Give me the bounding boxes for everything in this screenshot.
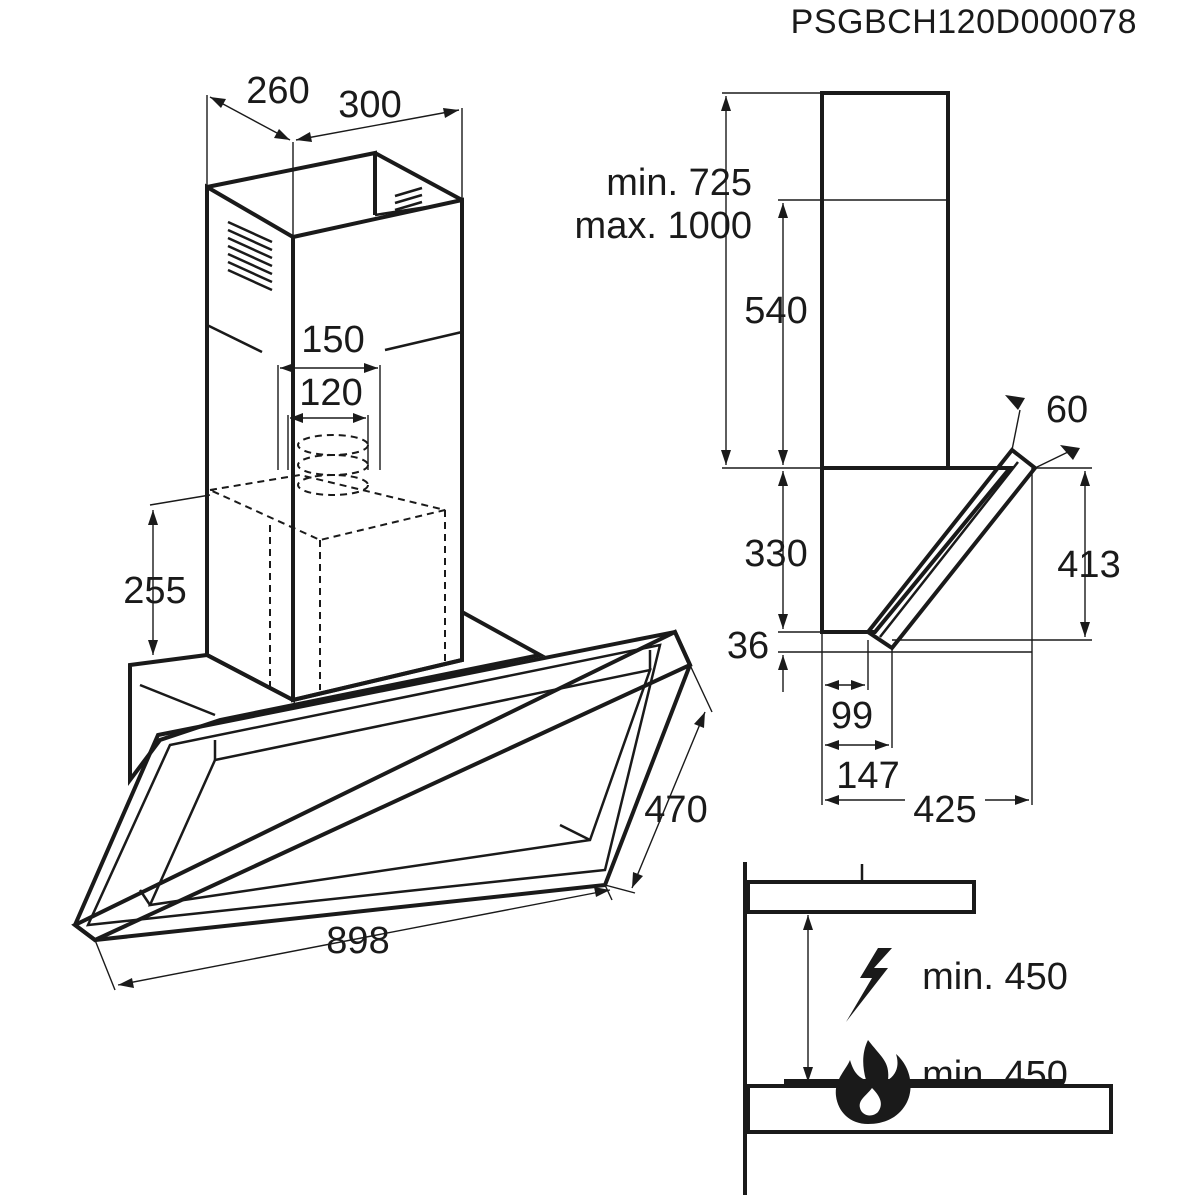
- arrow: [778, 614, 788, 629]
- arrow: [1015, 795, 1029, 805]
- arrow: [296, 132, 312, 142]
- glass-panel-frame: [85, 643, 662, 927]
- dim-line-260: [209, 96, 291, 141]
- arrow: [1060, 445, 1080, 460]
- arrow: [825, 680, 839, 690]
- product-code: PSGBCH120D000078: [791, 3, 1137, 41]
- arrow: [632, 872, 643, 888]
- hood-body-edge-2: [139, 683, 216, 717]
- arrow: [851, 680, 865, 690]
- dim-label-147: 147: [836, 755, 899, 797]
- ext-line: [1011, 409, 1021, 451]
- arrow: [353, 413, 366, 423]
- arrow: [803, 915, 813, 930]
- side-glass-panel: [865, 447, 1038, 651]
- electric-clearance-label: min. 450: [922, 956, 1068, 998]
- arrow: [825, 740, 839, 750]
- panel-corner: [138, 889, 152, 906]
- dim-label-36: 36: [727, 625, 769, 667]
- glass-panel-inner: [147, 668, 652, 907]
- clearance-view: min. 450 min. 450: [743, 862, 1113, 1195]
- clearance-hood: [746, 880, 976, 914]
- dim-label-330: 330: [744, 533, 807, 575]
- arrow: [118, 978, 134, 988]
- arrow: [148, 510, 158, 525]
- dim-label-540: 540: [744, 290, 807, 332]
- flame-icon: [835, 1040, 911, 1124]
- dim-label-max1000: max. 1000: [575, 205, 752, 247]
- arrow: [694, 712, 705, 728]
- dim-line-300: [295, 109, 460, 141]
- arrow: [280, 363, 294, 373]
- arrow: [778, 450, 788, 465]
- dim-label-470: 470: [644, 789, 707, 831]
- lightning-icon: [846, 948, 892, 1022]
- dim-line-470: [631, 711, 706, 889]
- ext-line: [604, 884, 636, 894]
- dim-label-60: 60: [1046, 389, 1088, 431]
- label-bg: [905, 785, 985, 825]
- side-glass-inner: [879, 461, 1019, 638]
- hood-body: [128, 608, 546, 786]
- arrow: [443, 108, 459, 118]
- ext-line: [149, 494, 211, 506]
- chimney-back-edge-2: [374, 151, 463, 202]
- dim-label-min725: min. 725: [606, 162, 752, 204]
- arrow: [721, 450, 731, 465]
- vent-slots-left: [227, 220, 273, 292]
- vent-slots-right: [394, 186, 423, 212]
- cooktop-surface: [784, 1079, 1064, 1087]
- chimney-right-panel: [291, 197, 464, 703]
- dim-label-425: 425: [913, 789, 976, 831]
- arrow: [594, 887, 610, 897]
- ext-line: [604, 884, 613, 901]
- arrow: [1005, 395, 1025, 410]
- arrow: [1080, 622, 1090, 637]
- arrow: [778, 203, 788, 218]
- dim-label-150: 150: [301, 319, 364, 361]
- dim-label-255: 255: [123, 570, 186, 612]
- arrow: [803, 1067, 813, 1082]
- side-chimney: [820, 91, 950, 470]
- chimney-split-left: [206, 323, 263, 354]
- side-body: [820, 466, 1015, 634]
- dim-label-120: 120: [299, 372, 362, 414]
- gas-clearance-label: min. 450: [922, 1054, 1068, 1096]
- glass-panel-front: [71, 629, 693, 943]
- arrow: [778, 471, 788, 486]
- arrow: [274, 129, 290, 140]
- hidden-motor-outline: [206, 434, 446, 690]
- arrow: [148, 640, 158, 655]
- arrow: [1080, 471, 1090, 486]
- arrow: [210, 97, 226, 108]
- dim-label-413: 413: [1057, 544, 1120, 586]
- dim-line-898: [117, 889, 611, 986]
- arrow: [721, 96, 731, 111]
- arrow: [778, 655, 788, 670]
- front-view: 260 300 150 120 255: [71, 70, 713, 991]
- arrow: [875, 740, 889, 750]
- chimney-inner-rim: [374, 203, 441, 217]
- dim-label-898: 898: [326, 920, 389, 962]
- chimney-back-edge: [206, 150, 377, 215]
- arrow: [825, 795, 839, 805]
- arrow: [364, 363, 378, 373]
- arrow: [290, 413, 303, 423]
- flame-inner: [859, 1088, 881, 1116]
- dim-label-99: 99: [831, 695, 873, 737]
- ext-line: [94, 939, 116, 991]
- chimney-split-right: [384, 330, 463, 352]
- glass-panel: [72, 629, 693, 943]
- dim-label-260: 260: [246, 70, 309, 112]
- dim-label-300: 300: [338, 84, 401, 126]
- panel-corner: [559, 823, 591, 842]
- ext-line: [689, 664, 713, 713]
- ext-line: [1034, 451, 1069, 469]
- side-view: min. 725 max. 1000 540 330 36 60 413: [575, 91, 1121, 831]
